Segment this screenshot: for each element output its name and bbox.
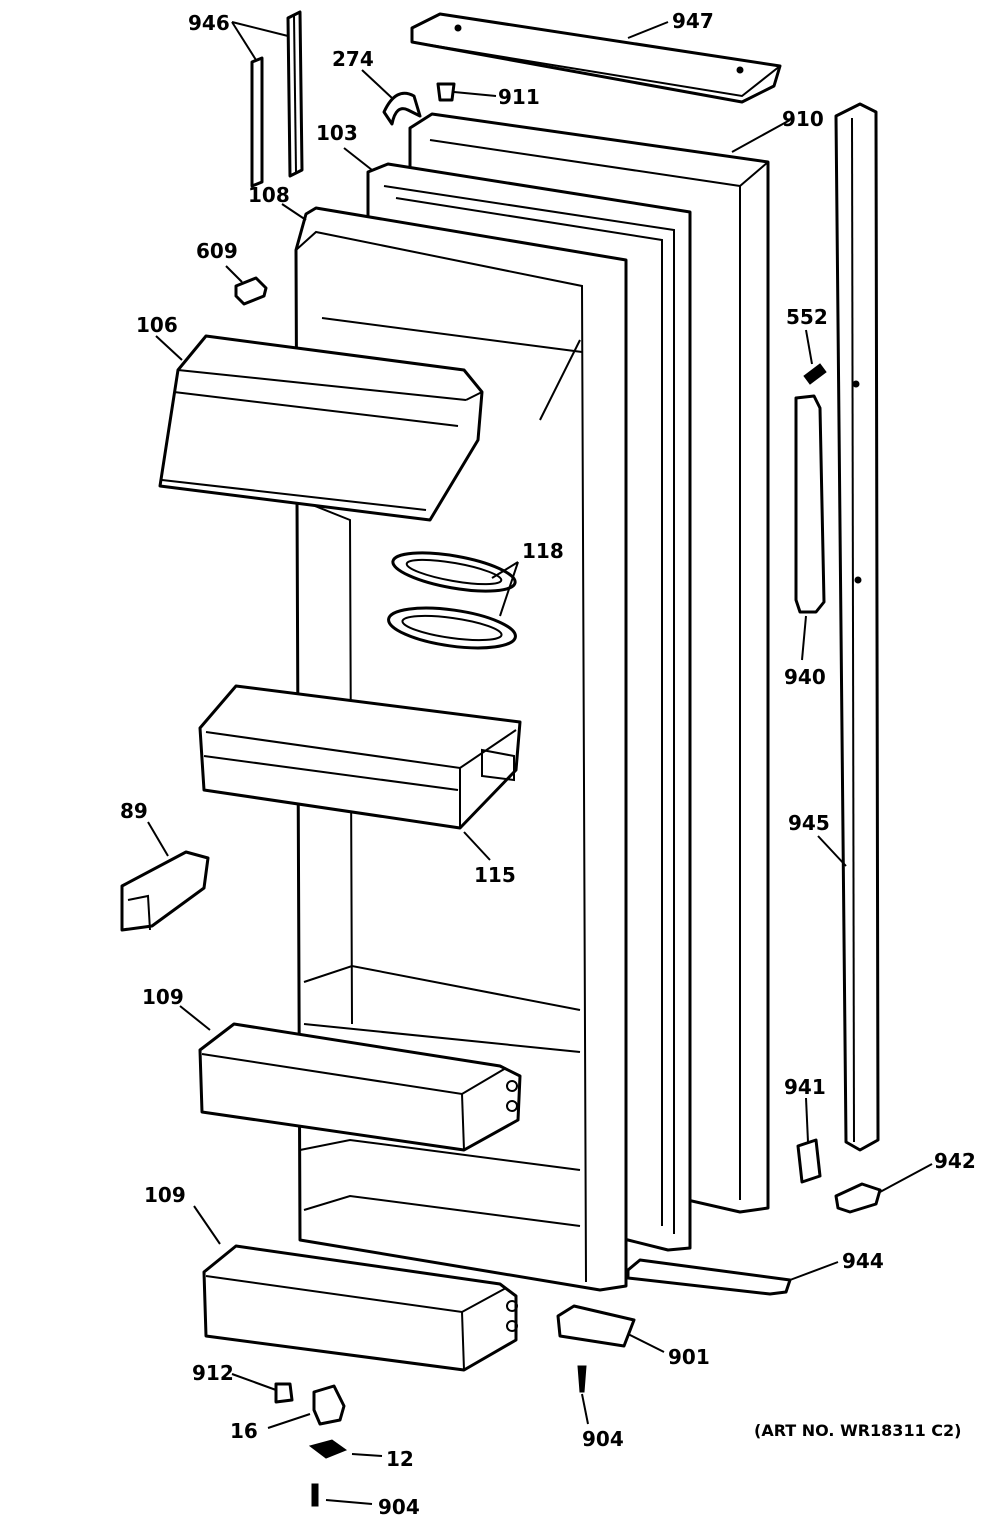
part-106-dairy-cover bbox=[158, 334, 484, 522]
callout-108: 108 bbox=[248, 183, 290, 207]
callout-106: 106 bbox=[136, 313, 178, 337]
callout-89: 89 bbox=[120, 799, 148, 823]
part-109-lower-shelf bbox=[202, 1244, 518, 1372]
part-901-block bbox=[556, 1304, 636, 1348]
part-16-bracket bbox=[312, 1384, 346, 1426]
part-944-bottom-rail bbox=[626, 1258, 792, 1296]
callout-901: 901 bbox=[668, 1345, 710, 1369]
leader-lines bbox=[147, 21, 933, 1505]
callout-118: 118 bbox=[522, 539, 564, 563]
callout-109-lower: 109 bbox=[144, 1183, 186, 1207]
callout-911: 911 bbox=[498, 85, 540, 109]
callout-947: 947 bbox=[672, 9, 714, 33]
callout-941: 941 bbox=[784, 1075, 826, 1099]
callout-904-center: 904 bbox=[582, 1427, 624, 1451]
callout-904-lower: 904 bbox=[378, 1495, 420, 1519]
part-609-bracket bbox=[234, 276, 268, 306]
callout-945: 945 bbox=[788, 811, 830, 835]
part-912-cap bbox=[274, 1382, 294, 1404]
part-109-upper-shelf bbox=[198, 1022, 522, 1152]
part-946-strips bbox=[250, 10, 304, 188]
callout-946: 946 bbox=[188, 11, 230, 35]
part-118-trays bbox=[387, 551, 517, 650]
callout-274: 274 bbox=[332, 47, 374, 71]
callout-16: 16 bbox=[230, 1419, 258, 1443]
part-941-hinge bbox=[796, 1138, 822, 1184]
callout-103: 103 bbox=[316, 121, 358, 145]
callout-944: 944 bbox=[842, 1249, 884, 1273]
part-552-screw bbox=[803, 363, 827, 385]
part-274-clip bbox=[382, 91, 422, 126]
callout-552: 552 bbox=[786, 305, 828, 329]
callout-942: 942 bbox=[934, 1149, 976, 1173]
part-115-door-bin bbox=[198, 684, 522, 830]
part-947-top-cap bbox=[410, 12, 782, 104]
art-number: (ART NO. WR18311 C2) bbox=[754, 1421, 961, 1440]
part-904-screw-lower bbox=[311, 1483, 319, 1507]
callout-912: 912 bbox=[192, 1361, 234, 1385]
callout-940: 940 bbox=[784, 665, 826, 689]
callout-109-upper: 109 bbox=[142, 985, 184, 1009]
part-12-clip bbox=[308, 1439, 348, 1459]
part-940-hinge-bar bbox=[794, 394, 826, 614]
part-904-screw-center bbox=[577, 1365, 587, 1393]
part-942-bracket bbox=[834, 1182, 882, 1214]
part-911-plug bbox=[436, 82, 456, 102]
part-89-small-bin bbox=[120, 850, 210, 932]
callout-609: 609 bbox=[196, 239, 238, 263]
callout-labels: 946 947 274 911 103 910 108 609 552 106 … bbox=[120, 9, 976, 1519]
callout-115: 115 bbox=[474, 863, 516, 887]
part-945-strip bbox=[834, 102, 880, 1152]
callout-910: 910 bbox=[782, 107, 824, 131]
callout-12: 12 bbox=[386, 1447, 414, 1471]
